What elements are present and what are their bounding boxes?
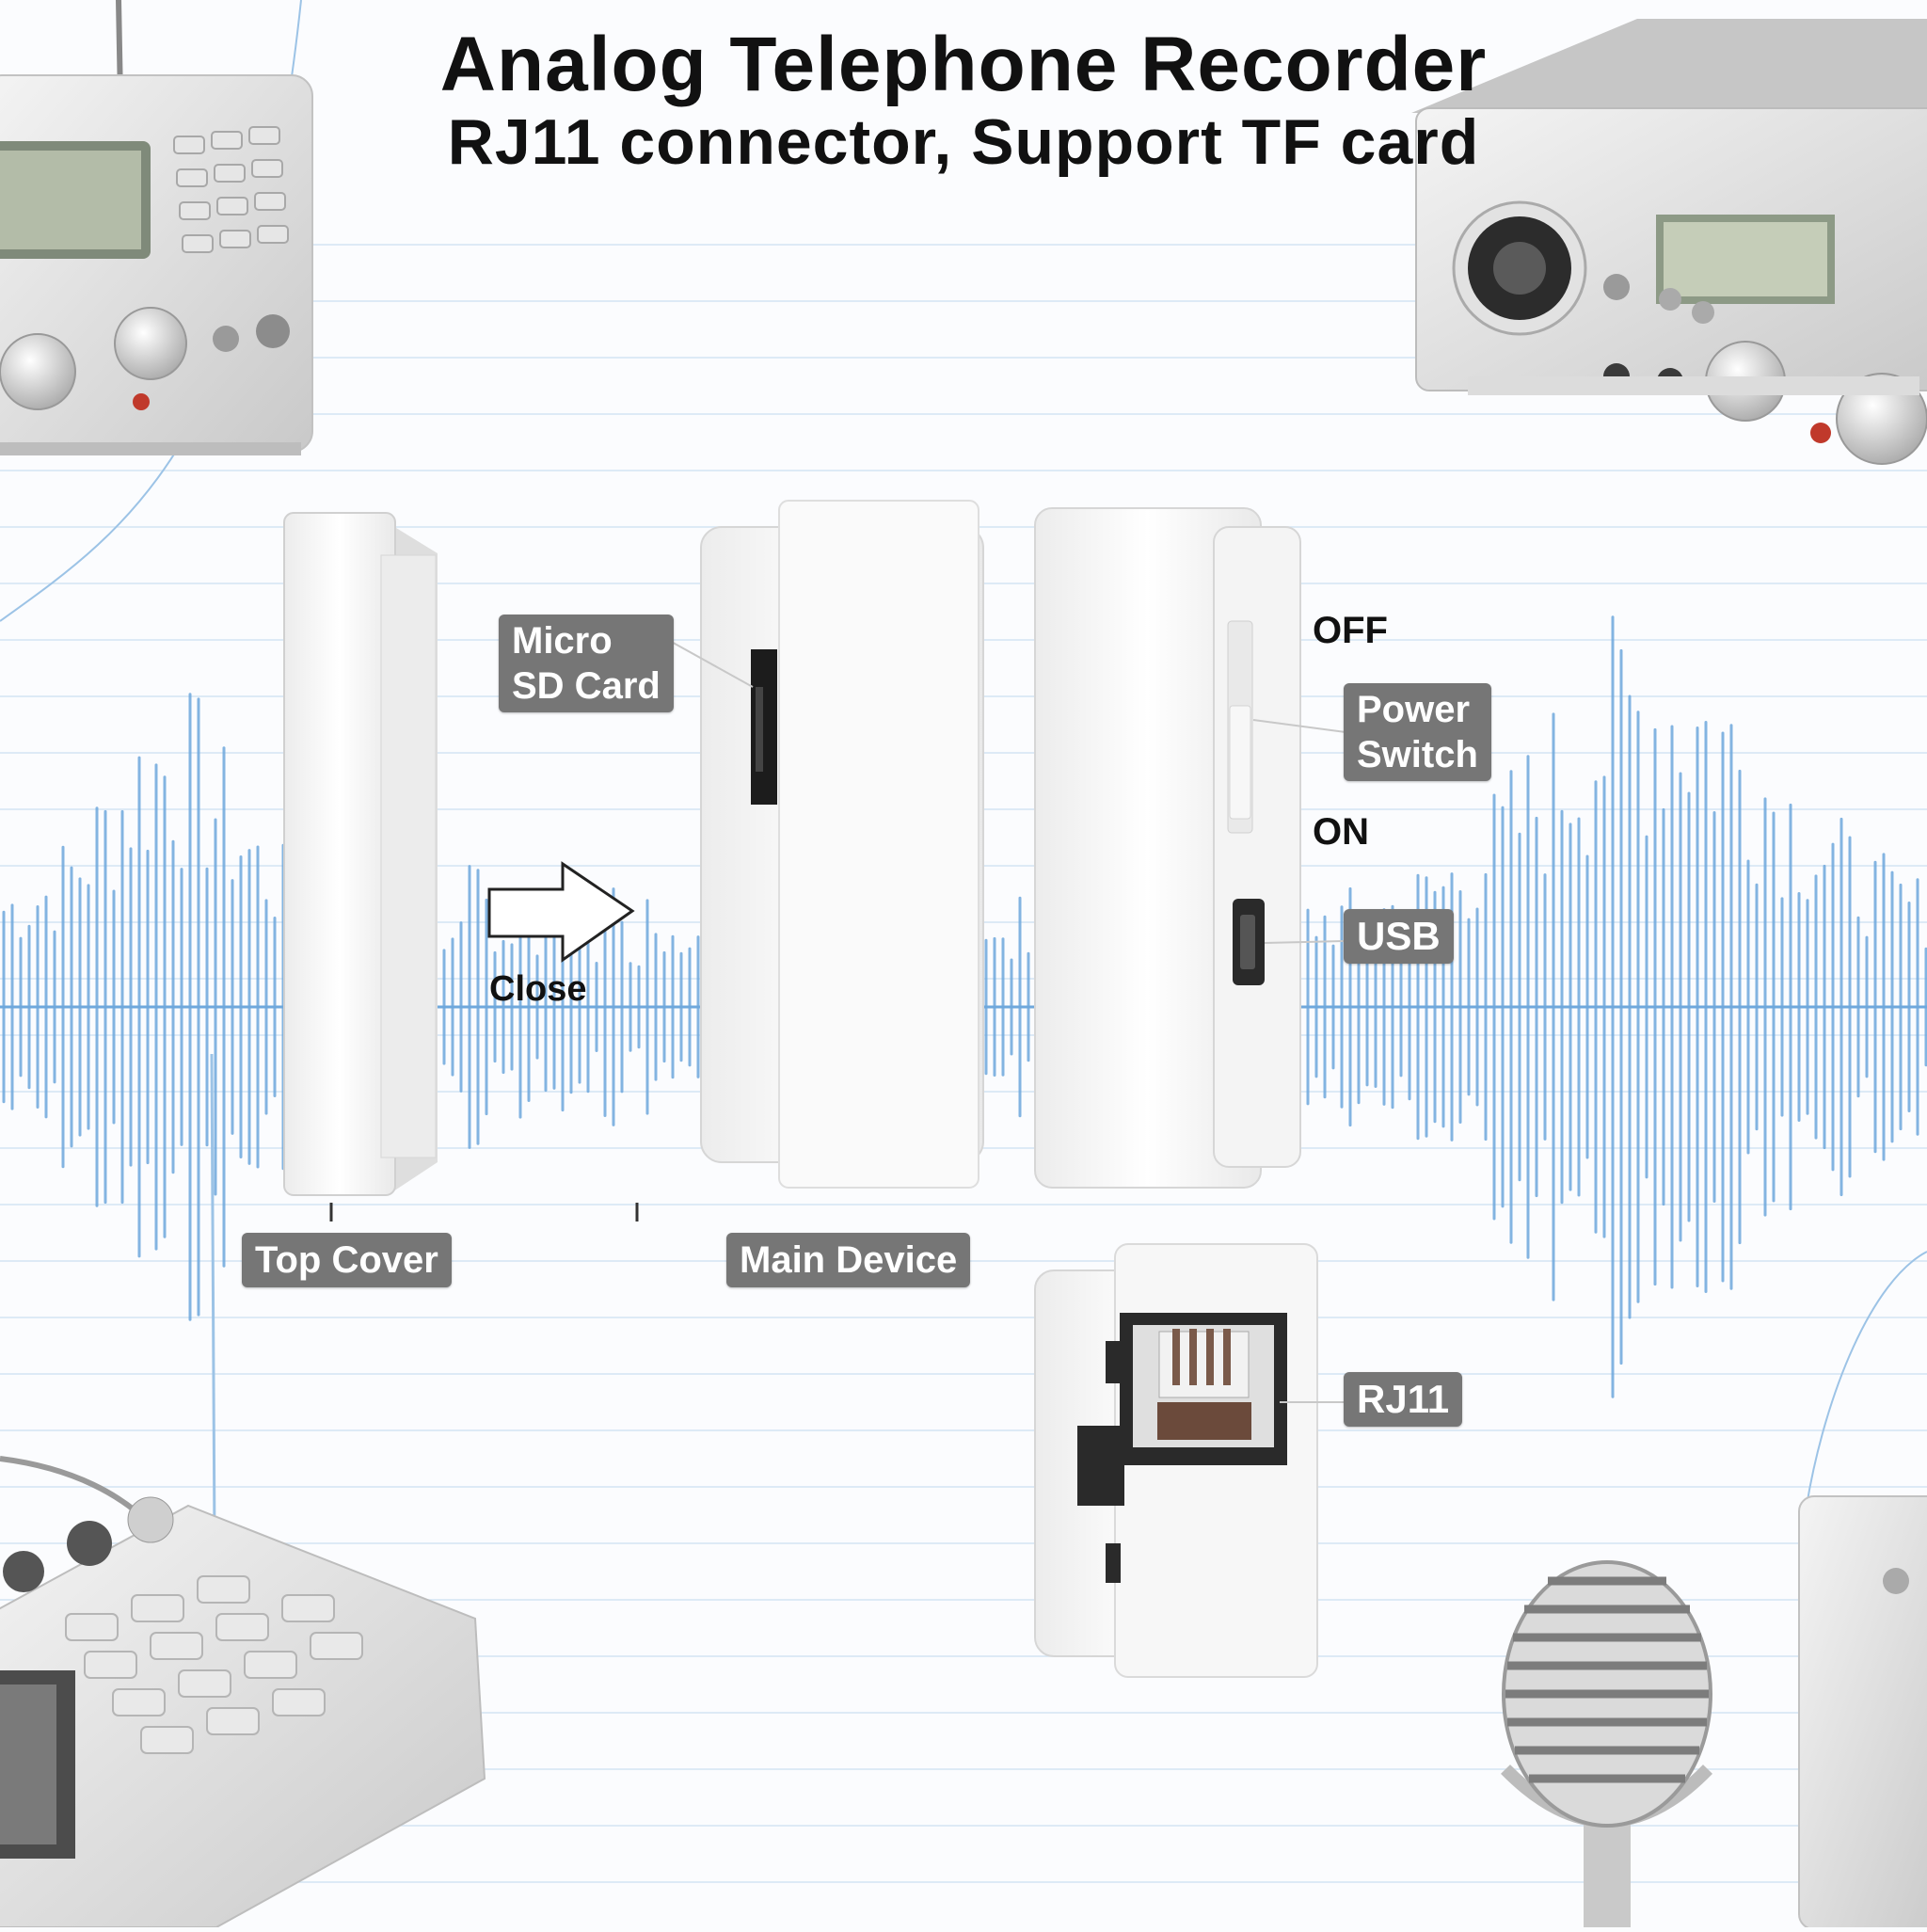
on-label: ON (1313, 811, 1369, 853)
power-switch-label: Power Switch (1344, 683, 1491, 781)
rj11-end-view (1034, 1243, 1346, 1678)
side-device-icon (1798, 1251, 1927, 1930)
power-switch-slider (1227, 620, 1253, 834)
rj11-port-icon (1120, 1313, 1287, 1465)
close-label: Close (489, 969, 587, 1009)
main-device-illustration (635, 500, 984, 1221)
rj11-label: RJ11 (1344, 1372, 1463, 1427)
page-subtitle: RJ11 connector, Support TF card (447, 106, 1480, 178)
power-switch-label-line-2: Switch (1357, 734, 1478, 775)
power-switch-label-line-1: Power (1357, 689, 1471, 730)
device-side-view (1034, 507, 1346, 1189)
top-cover-label: Top Cover (242, 1233, 452, 1287)
top-cover-illustration (283, 512, 438, 1221)
usb-port-icon (1233, 899, 1265, 985)
main-device-label: Main Device (726, 1233, 971, 1287)
usb-label: USB (1344, 909, 1454, 964)
amplifier-icon (1411, 19, 1927, 465)
radio-icon (0, 0, 313, 622)
microphone-icon (1501, 1560, 1713, 1932)
page-title: Analog Telephone Recorder (439, 22, 1488, 107)
micro-sd-label-line-1: Micro (512, 620, 613, 662)
arrow-right-icon (487, 861, 635, 963)
sd-slot-icon (751, 649, 777, 805)
keypad-device-icon (0, 1053, 486, 1928)
micro-sd-label-line-2: SD Card (512, 665, 661, 707)
off-label: OFF (1313, 610, 1388, 651)
micro-sd-label: Micro SD Card (499, 615, 674, 712)
